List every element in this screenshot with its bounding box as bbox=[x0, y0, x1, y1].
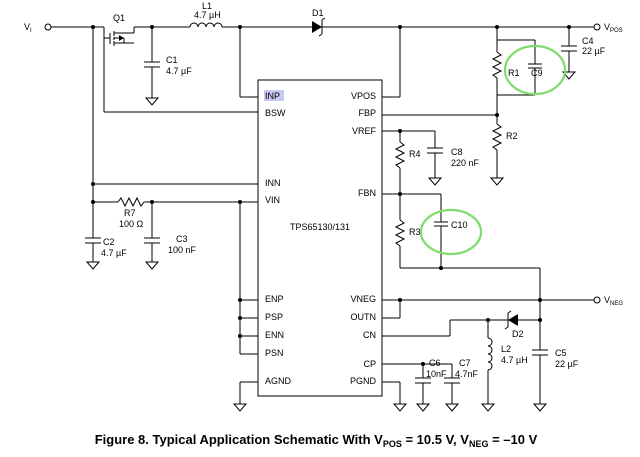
pin-vneg: VNEG bbox=[350, 294, 376, 304]
c9-label: C9 bbox=[531, 68, 543, 78]
c10-annotation-circle bbox=[419, 208, 483, 256]
c1-capacitor bbox=[144, 27, 160, 106]
ic-body bbox=[257, 79, 383, 397]
c1-label: C1 bbox=[166, 55, 178, 65]
pin-enp: ENP bbox=[265, 294, 284, 304]
r7-value: 100 Ω bbox=[119, 219, 144, 229]
pin-inp: INP bbox=[265, 91, 280, 101]
pin-vin: VIN bbox=[265, 195, 280, 205]
ic-part-label: TPS65130/131 bbox=[290, 222, 350, 232]
c2-value: 4.7 µF bbox=[101, 248, 127, 258]
c7-value: 4.7nF bbox=[455, 369, 479, 379]
r1-resistor bbox=[491, 51, 503, 79]
vpos-terminal bbox=[593, 23, 601, 31]
vi-label: VI bbox=[24, 22, 32, 34]
c9-annotation-circle bbox=[503, 44, 567, 96]
r1-label: R1 bbox=[508, 68, 520, 78]
c4-value: 22 µF bbox=[582, 46, 606, 56]
c2-label: C2 bbox=[103, 237, 115, 247]
inp-highlight bbox=[264, 90, 284, 101]
l1-label: L1 bbox=[202, 1, 212, 11]
l2-inductor bbox=[480, 320, 496, 412]
c7-label: C7 bbox=[459, 358, 471, 368]
c6-capacitor bbox=[415, 364, 431, 412]
c8-value: 220 nF bbox=[451, 158, 480, 168]
c2-capacitor bbox=[85, 202, 101, 270]
l1-inductor bbox=[189, 22, 312, 28]
pin-bsw: BSW bbox=[265, 108, 286, 118]
pin-outn: OUTN bbox=[351, 312, 377, 322]
c5-label: C5 bbox=[555, 348, 567, 358]
pin-inn: INN bbox=[265, 178, 281, 188]
vi-terminal bbox=[44, 23, 52, 31]
c1-value: 4.7 µF bbox=[166, 66, 192, 76]
l2-label: L2 bbox=[501, 344, 511, 354]
pin-psn: PSN bbox=[265, 348, 284, 358]
r2-resistor bbox=[491, 123, 503, 151]
c7-capacitor bbox=[444, 364, 460, 412]
c3-label: C3 bbox=[176, 234, 188, 244]
r4-label: R4 bbox=[409, 149, 421, 159]
pin-fbp: FBP bbox=[358, 108, 376, 118]
pin-fbn: FBN bbox=[358, 188, 376, 198]
r3-label: R3 bbox=[409, 227, 421, 237]
vneg-terminal bbox=[593, 296, 601, 304]
r7-label: R7 bbox=[124, 208, 136, 218]
l1-value: 4.7 µH bbox=[194, 10, 221, 20]
c6-label: C6 bbox=[429, 358, 441, 368]
vneg-label: VNEG bbox=[604, 295, 623, 307]
r3-resistor bbox=[394, 219, 406, 247]
c10-label: C10 bbox=[451, 220, 468, 230]
c9-capacitor bbox=[528, 40, 542, 95]
d2-label: D2 bbox=[512, 329, 524, 339]
pin-psp: PSP bbox=[265, 312, 283, 322]
pin-enn: ENN bbox=[265, 330, 284, 340]
c10-capacitor bbox=[434, 194, 448, 268]
d1-diode bbox=[312, 17, 594, 37]
c8-label: C8 bbox=[451, 147, 463, 157]
c8-capacitor bbox=[427, 147, 443, 186]
c5-capacitor bbox=[532, 300, 548, 412]
r2-label: R2 bbox=[506, 131, 518, 141]
figure-caption: Figure 8. Typical Application Schematic … bbox=[95, 432, 538, 449]
pin-vpos: VPOS bbox=[351, 91, 376, 101]
l2-value: 4.7 µH bbox=[501, 355, 528, 365]
r4-resistor bbox=[394, 141, 406, 169]
q1-label: Q1 bbox=[113, 13, 125, 23]
d2-diode bbox=[504, 310, 540, 330]
pin-vref: VREF bbox=[352, 126, 377, 136]
c6-value: 10nF bbox=[426, 369, 447, 379]
c3-value: 100 nF bbox=[168, 245, 197, 255]
c3-capacitor bbox=[144, 202, 160, 270]
d1-label: D1 bbox=[312, 8, 324, 18]
pin-cn: CN bbox=[363, 330, 376, 340]
c4-capacitor bbox=[561, 27, 577, 80]
pin-agnd: AGND bbox=[265, 376, 292, 386]
r7-resistor bbox=[117, 196, 145, 208]
c5-value: 22 µF bbox=[555, 359, 579, 369]
pin-cp: CP bbox=[363, 359, 376, 369]
q1-transistor bbox=[103, 27, 135, 112]
pin-pgnd: PGND bbox=[350, 376, 377, 386]
vpos-label: VPOS bbox=[604, 22, 623, 34]
c4-label: C4 bbox=[582, 36, 594, 46]
